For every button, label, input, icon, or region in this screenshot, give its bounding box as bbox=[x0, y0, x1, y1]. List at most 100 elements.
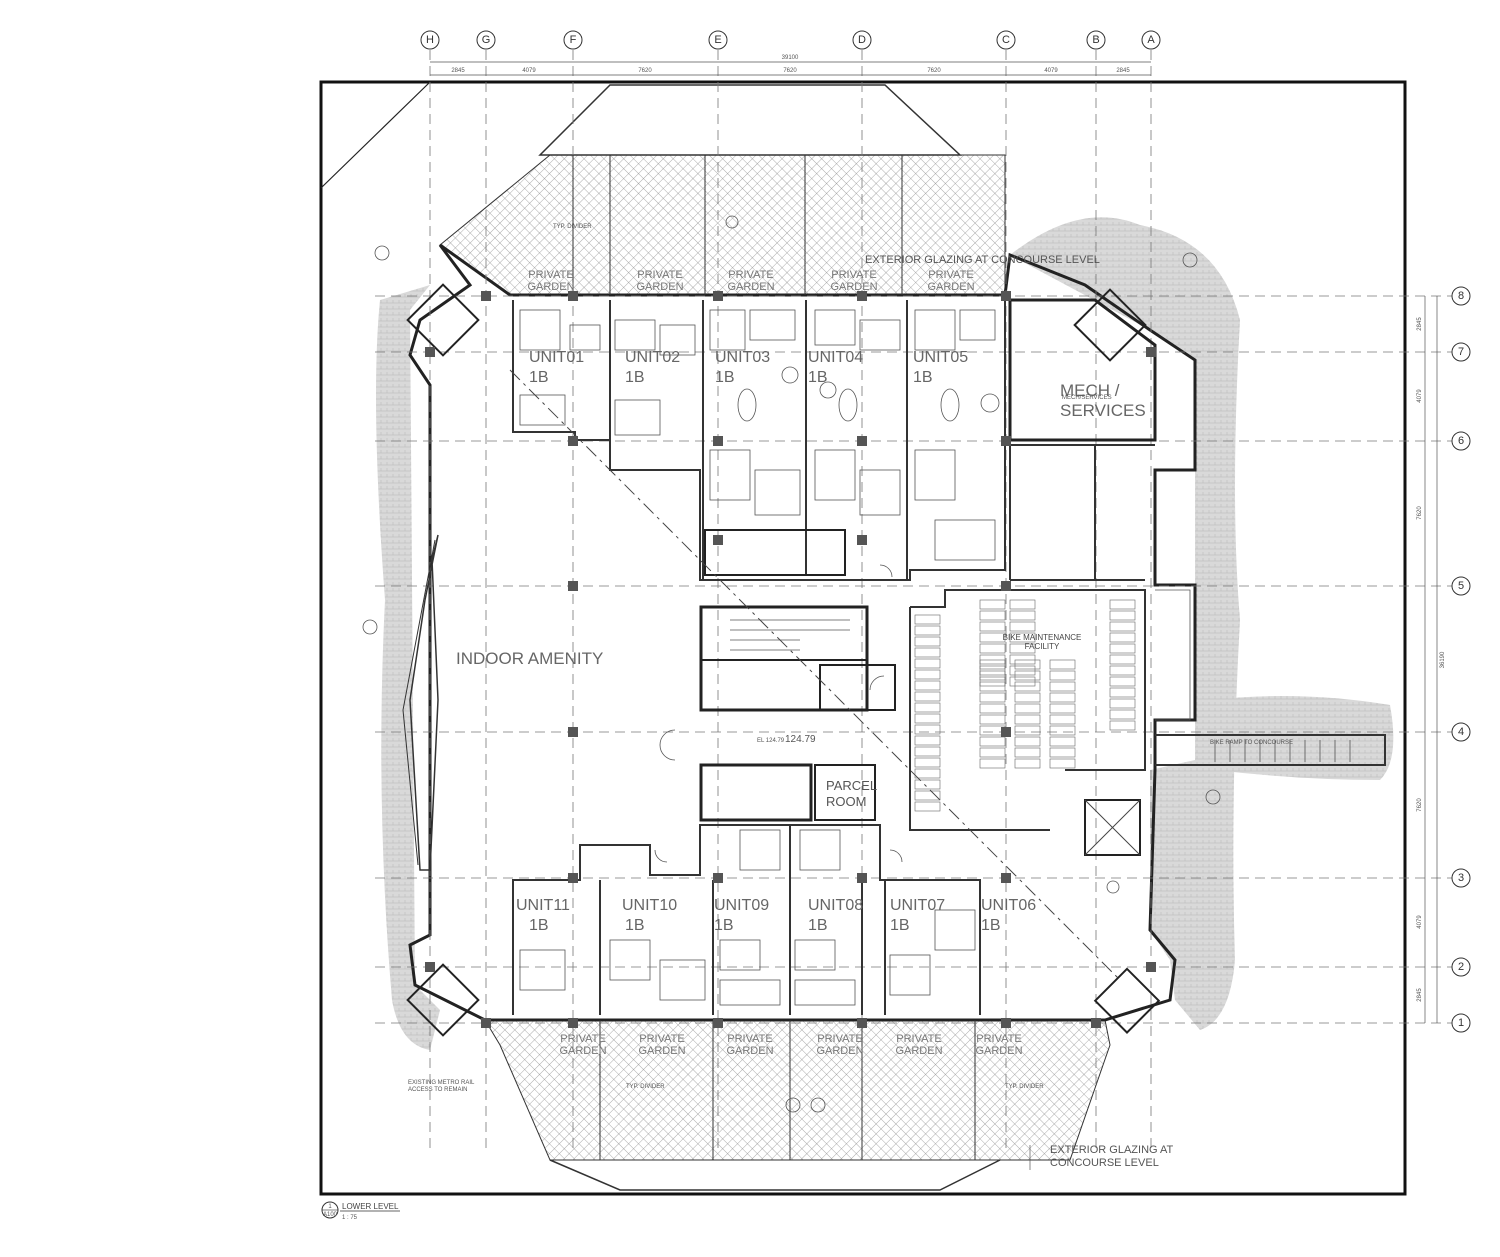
svg-text:5: 5 bbox=[1458, 580, 1464, 592]
grid-bubble-8: 8 bbox=[1451, 286, 1471, 306]
bike-rack bbox=[1109, 610, 1136, 621]
garden-label: PRIVATE bbox=[831, 269, 876, 281]
bike-rack bbox=[1009, 599, 1036, 610]
overall-right-dim: 36190 bbox=[1440, 651, 1446, 668]
column-grid-bubbles: H G F E D C B A bbox=[420, 30, 1161, 50]
structural-column-16 bbox=[1001, 727, 1011, 737]
structural-column-15 bbox=[568, 727, 578, 737]
bike-rack bbox=[979, 681, 1006, 692]
garden-label: PRIVATE bbox=[896, 1033, 941, 1045]
structural-column-26 bbox=[857, 1018, 867, 1028]
bike-rack bbox=[914, 702, 941, 713]
bike-rack bbox=[1009, 632, 1036, 643]
bike-rack bbox=[1109, 632, 1136, 643]
unit-02-name: UNIT02 bbox=[625, 349, 680, 366]
row-grid-bubbles: 8 7 6 5 4 3 2 1 bbox=[1451, 286, 1471, 1033]
top-dim-2: 4079 bbox=[522, 68, 536, 74]
unit-labels-north: UNIT01 1B UNIT02 1B UNIT03 1B UNIT04 1B … bbox=[529, 349, 968, 386]
structural-column-9 bbox=[857, 436, 867, 446]
right-dim-2: 4079 bbox=[1417, 389, 1423, 403]
building-core bbox=[699, 529, 896, 822]
grid-bubble-h: H bbox=[420, 30, 440, 50]
bike-rack bbox=[1109, 698, 1136, 709]
bike-rack bbox=[1109, 599, 1136, 610]
bike-rack bbox=[1009, 676, 1036, 687]
unit-10-type: 1B bbox=[625, 917, 645, 934]
structural-column-22 bbox=[1146, 962, 1156, 972]
unit-11-name: UNIT11 bbox=[516, 897, 570, 914]
bike-rack bbox=[979, 610, 1006, 621]
garden-label: PRIVATE bbox=[728, 269, 773, 281]
unit-09-name: UNIT09 bbox=[714, 897, 769, 914]
svg-text:G: G bbox=[482, 34, 491, 46]
structural-column-14 bbox=[857, 535, 867, 545]
indoor-amenity-label: INDOOR AMENITY bbox=[456, 649, 603, 668]
bike-rack bbox=[914, 691, 941, 702]
garden-label: GARDEN bbox=[636, 281, 683, 293]
bike-ramp-label: BIKE RAMP TO CONCOURSE bbox=[1210, 740, 1293, 746]
structural-column-17 bbox=[568, 873, 578, 883]
structural-column-24 bbox=[568, 1018, 578, 1028]
structural-column-1 bbox=[568, 291, 578, 301]
glazing-note-south-line2: CONCOURSE LEVEL bbox=[1050, 1157, 1159, 1169]
mech-label-line2: SERVICES bbox=[1060, 401, 1146, 420]
bike-rack bbox=[1014, 659, 1041, 670]
structural-column-25 bbox=[713, 1018, 723, 1028]
structural-column-27 bbox=[1001, 1018, 1011, 1028]
bike-rack bbox=[1049, 725, 1076, 736]
bike-rack bbox=[914, 658, 941, 669]
unit-labels-south: UNIT11 1B UNIT10 1B UNIT09 1B UNIT08 1B … bbox=[516, 897, 1036, 934]
garden-label: GARDEN bbox=[638, 1045, 685, 1057]
grid-bubble-7: 7 bbox=[1451, 342, 1471, 362]
bike-rack bbox=[1014, 747, 1041, 758]
bike-rack bbox=[1109, 676, 1136, 687]
svg-text:8: 8 bbox=[1458, 290, 1464, 302]
bike-rack bbox=[1049, 692, 1076, 703]
bike-rack bbox=[1014, 714, 1041, 725]
garden-label: GARDEN bbox=[830, 281, 877, 293]
grid-bubble-3: 3 bbox=[1451, 868, 1471, 888]
structural-column-12 bbox=[1001, 581, 1011, 591]
svg-text:E: E bbox=[714, 34, 721, 46]
section-diagonal bbox=[509, 369, 1121, 981]
bike-rack bbox=[1109, 654, 1136, 665]
bike-rack bbox=[979, 758, 1006, 769]
bike-rack bbox=[1014, 670, 1041, 681]
structural-column-21 bbox=[425, 962, 435, 972]
elevation-value: 124.79 bbox=[785, 734, 816, 745]
door-symbols bbox=[362, 215, 1221, 1113]
bike-rack bbox=[979, 670, 1006, 681]
bike-rack bbox=[1049, 670, 1076, 681]
divider-note-south-1: TYP. DIVIDER bbox=[626, 1084, 665, 1090]
mech-small-label: MECH/SERVICES bbox=[1062, 395, 1112, 401]
bike-rack bbox=[914, 636, 941, 647]
top-dim-6: 4079 bbox=[1044, 68, 1058, 74]
unit-06-type: 1B bbox=[981, 917, 1001, 934]
garden-label: PRIVATE bbox=[817, 1033, 862, 1045]
bike-rack bbox=[1009, 654, 1036, 665]
bike-rack bbox=[1009, 610, 1036, 621]
svg-text:3: 3 bbox=[1458, 872, 1464, 884]
bike-rack bbox=[914, 757, 941, 768]
grid-bubble-g: G bbox=[476, 30, 496, 50]
right-dimensions: 36190 2845 4079 7620 7620 4079 2845 bbox=[1417, 296, 1446, 1023]
right-dim-5: 4079 bbox=[1417, 915, 1423, 929]
mech-label-line1: MECH / bbox=[1060, 381, 1120, 400]
grid-bubble-1: 1 bbox=[1451, 1013, 1471, 1033]
bike-rack bbox=[1014, 692, 1041, 703]
garden-dividers bbox=[572, 155, 976, 1160]
bike-rack bbox=[1049, 681, 1076, 692]
svg-text:6: 6 bbox=[1458, 435, 1464, 447]
unit-11-type: 1B bbox=[529, 917, 549, 934]
svg-text:A: A bbox=[1147, 34, 1155, 46]
structural-column-8 bbox=[713, 436, 723, 446]
right-dim-4: 7620 bbox=[1417, 798, 1423, 812]
bike-rack bbox=[1109, 643, 1136, 654]
west-glazing bbox=[402, 534, 439, 871]
bike-rack bbox=[914, 768, 941, 779]
garden-label: PRIVATE bbox=[928, 269, 973, 281]
top-dim-7: 2845 bbox=[1116, 68, 1130, 74]
svg-text:H: H bbox=[426, 34, 434, 46]
